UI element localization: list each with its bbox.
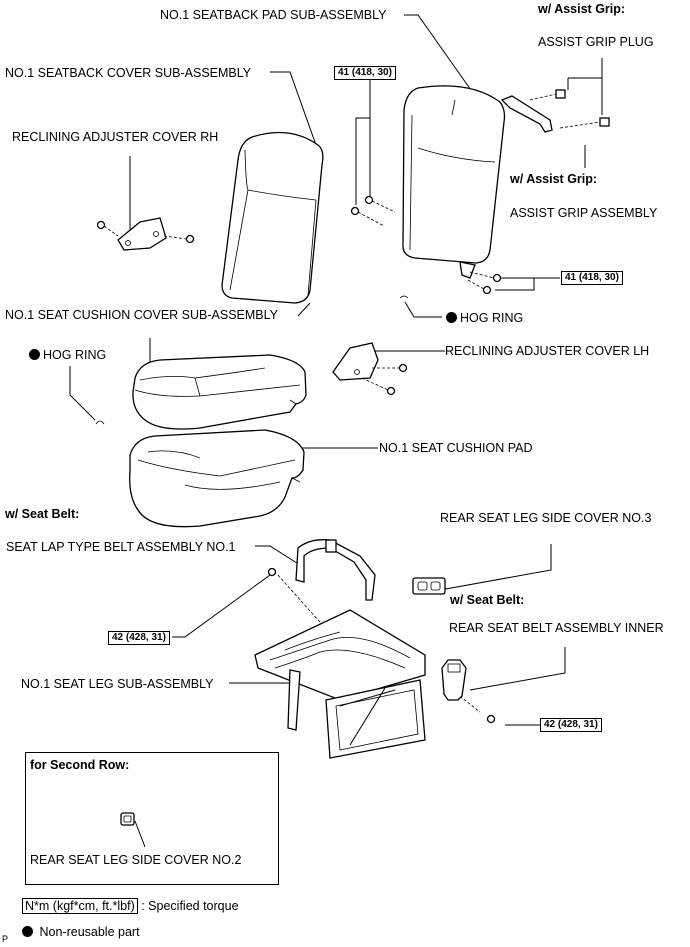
- seat-cushion-pad-drawing: [129, 429, 305, 528]
- hog-ring-drawings: [95, 420, 105, 425]
- nonreusable-dot-icon: [29, 349, 40, 360]
- assist-grip-drawing: [500, 89, 610, 133]
- hog-ring-right-text: HOG RING: [460, 311, 524, 325]
- label-assist-grip-assembly: ASSIST GRIP ASSEMBLY: [510, 206, 658, 220]
- seatback-cover-drawing: [221, 131, 324, 304]
- rear-belt-inner-drawing: [441, 659, 496, 724]
- label-assist-grip-plug: ASSIST GRIP PLUG: [538, 35, 654, 49]
- label-assist-grip-condition-2: w/ Assist Grip:: [510, 172, 598, 186]
- label-rear-belt-inner: REAR SEAT BELT ASSEMBLY INNER: [449, 621, 664, 635]
- lap-belt-drawing: [267, 539, 376, 631]
- label-seatback-pad: NO.1 SEATBACK PAD SUB-ASSEMBLY: [160, 8, 387, 22]
- torque-spec-42-left: 42 (428, 31): [108, 631, 170, 645]
- legend-torque-box: N*m (kgf*cm, ft.*lbf): [22, 898, 138, 914]
- leg-cover-3-drawing: [412, 577, 446, 595]
- label-hog-ring-left: HOG RING: [29, 348, 106, 362]
- label-assist-grip-condition-1: w/ Assist Grip:: [538, 2, 626, 16]
- hog-ring-left-text: HOG RING: [43, 348, 107, 362]
- seatback-bolts: [350, 195, 502, 299]
- legend-nonreusable: Non-reusable part: [22, 925, 140, 939]
- seat-cushion-cover-drawing: [132, 354, 307, 430]
- label-seat-belt-condition-2: w/ Seat Belt:: [450, 593, 525, 607]
- torque-spec-41-right: 41 (418, 30): [561, 271, 623, 285]
- reclining-cover-rh-drawing: [96, 217, 195, 251]
- label-seatback-cover: NO.1 SEATBACK COVER SUB-ASSEMBLY: [5, 66, 252, 80]
- seatback-pad-drawing: [402, 85, 506, 279]
- label-lap-belt: SEAT LAP TYPE BELT ASSEMBLY NO.1: [6, 540, 236, 554]
- second-row-inset: [25, 752, 279, 885]
- inset-title: for Second Row:: [30, 758, 130, 772]
- label-hog-ring-right: HOG RING: [446, 311, 523, 325]
- label-rear-leg-cover-2: REAR SEAT LEG SIDE COVER NO.2: [30, 853, 242, 867]
- legend-nonreusable-text: Non-reusable part: [39, 925, 140, 939]
- label-seat-cushion-pad: NO.1 SEAT CUSHION PAD: [379, 441, 533, 455]
- seat-leg-drawing: [254, 609, 481, 759]
- label-reclining-cover-rh: RECLINING ADJUSTER COVER RH: [12, 130, 219, 144]
- legend-torque-text: : Specified torque: [141, 899, 239, 913]
- label-seat-belt-condition-1: w/ Seat Belt:: [5, 507, 80, 521]
- label-seat-cushion-cover: NO.1 SEAT CUSHION COVER SUB-ASSEMBLY: [5, 308, 278, 322]
- legend-torque: N*m (kgf*cm, ft.*lbf) : Specified torque: [22, 898, 239, 914]
- reclining-cover-lh-drawing: [332, 342, 408, 396]
- leg-cover-2-drawing: [120, 812, 135, 826]
- nonreusable-dot-icon: [446, 312, 457, 323]
- label-rear-leg-cover-3: REAR SEAT LEG SIDE COVER NO.3: [440, 511, 652, 525]
- nonreusable-dot-icon: [22, 926, 33, 937]
- torque-spec-42-right: 42 (428, 31): [540, 718, 602, 732]
- torque-spec-41-top: 41 (418, 30): [334, 66, 396, 80]
- label-seat-leg: NO.1 SEAT LEG SUB-ASSEMBLY: [21, 677, 214, 691]
- label-reclining-cover-lh: RECLINING ADJUSTER COVER LH: [445, 344, 650, 358]
- corner-mark: P: [2, 934, 9, 944]
